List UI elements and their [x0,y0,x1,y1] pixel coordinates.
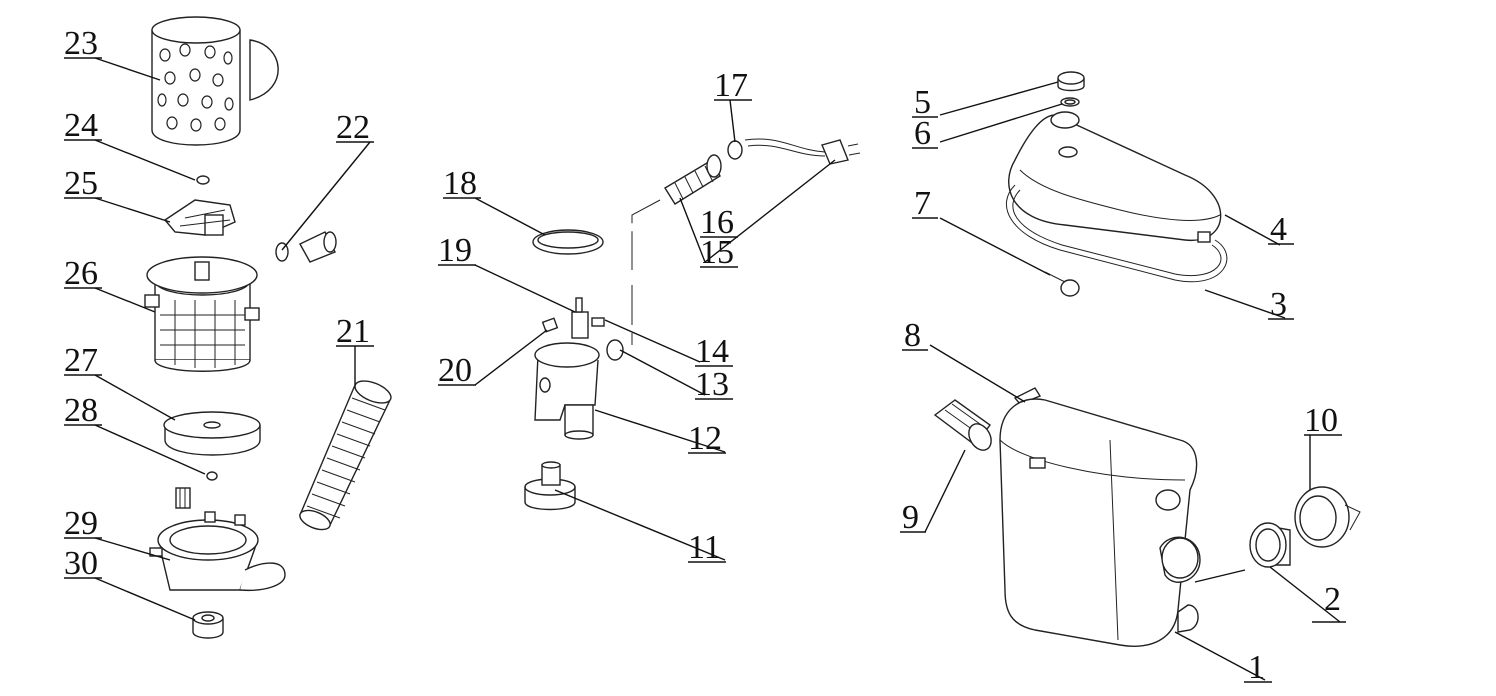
part-20-connector [541,317,559,333]
label-7: 7 [914,185,931,222]
label-1: 1 [1248,649,1265,686]
label-4: 4 [1270,211,1287,248]
part-14-terminal [591,317,605,327]
part-9-inlet-adapter [933,399,992,451]
label-11: 11 [688,529,721,566]
label-20: 20 [438,352,472,389]
label-12: 12 [688,420,722,457]
label-30: 30 [64,545,98,582]
part-27-cover-plate [163,411,261,456]
part-23-perforated-basket [151,16,279,146]
label-26: 26 [64,255,98,292]
label-24: 24 [64,107,98,144]
label-15: 15 [700,234,734,271]
part-22-fitting [275,231,337,263]
part-4-lid [1008,111,1222,243]
label-17: 17 [714,67,748,104]
label-2: 2 [1324,581,1341,618]
label-6: 6 [914,115,931,152]
label-29: 29 [64,505,98,542]
part-25-impeller [163,199,236,236]
part-7-hook [1044,271,1080,297]
part-3-lid-gasket [1005,184,1228,283]
part-29-base [149,511,286,592]
label-13: 13 [695,366,729,403]
label-28: 28 [64,392,98,429]
part-6-o-ring [1060,97,1080,107]
part-1-tank-body [999,398,1201,647]
part-12-pressure-chamber [534,342,600,440]
clip-element [175,487,191,509]
part-28-nut [206,471,218,481]
label-8: 8 [904,317,921,354]
part-labels: 23 24 25 26 27 28 29 30 22 21 18 19 20 1… [64,25,1346,686]
part-17-cable-and-plug [727,138,861,165]
label-5: 5 [914,84,931,121]
label-3: 3 [1270,286,1287,323]
label-14: 14 [695,333,729,370]
part-21-corrugated-hose [299,380,392,531]
label-10: 10 [1304,402,1338,439]
assembly-guide-line [631,199,661,345]
part-18-oval-gasket [532,229,604,255]
part-16-cable-sleeve [664,154,722,205]
label-21: 21 [336,313,370,350]
label-25: 25 [64,165,98,202]
part-2-coupling [1249,522,1291,568]
part-13-round-seal [606,339,624,361]
label-18: 18 [443,165,477,202]
part-26-motor-housing [144,256,260,372]
leader-lines [94,57,1341,681]
part-19-sensor [571,297,589,339]
label-19: 19 [438,232,472,269]
label-27: 27 [64,342,98,379]
label-9: 9 [902,499,919,536]
label-22: 22 [336,109,370,146]
label-23: 23 [64,25,98,62]
part-24-clip [196,175,210,185]
part-11-nozzle-fitting [524,461,576,511]
part-10-end-cap [1294,486,1361,548]
part-30-bushing [192,611,224,639]
part-5-cap [1057,71,1085,92]
label-16: 16 [700,204,734,241]
